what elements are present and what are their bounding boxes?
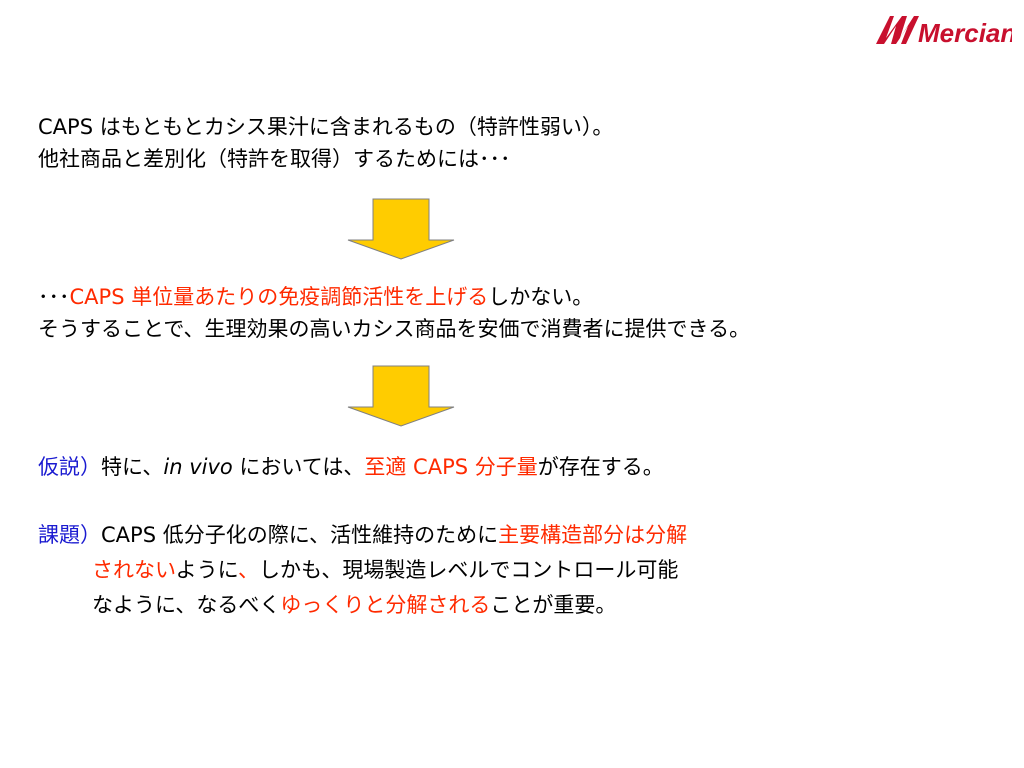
hypothesis-line: 仮説）特に、in vivo においては、至適 CAPS 分子量が存在する。: [38, 452, 664, 482]
issue-line3-highlight: ゆっくりと分解される: [280, 593, 491, 617]
down-arrow-icon: [347, 198, 455, 260]
mercian-logo: Mercian: [876, 16, 1012, 48]
hypothesis-label: 仮説）: [38, 455, 101, 479]
block2-line2: そうすることで、生理効果の高いカシス商品を安価で消費者に提供できる。: [38, 317, 751, 341]
issue-line1-text: CAPS 低分子化の際に、活性維持のために: [101, 523, 499, 547]
issue-line3-text1: なように、なるべく: [92, 593, 281, 617]
hypothesis-text2: においては、: [232, 455, 365, 479]
issue-line2-highlight: されない: [92, 558, 176, 582]
issue-line1: 課題）CAPS 低分子化の際に、活性維持のために主要構造部分は分解: [38, 520, 687, 550]
hypothesis-text1: 特に、: [101, 455, 164, 479]
issue-line1-highlight: 主要構造部分は分解: [498, 523, 688, 547]
issue-line2-text2: しかも、現場製造レベルでコントロール可能: [258, 558, 679, 582]
issue-line2-comma: 、: [237, 558, 259, 582]
hypothesis-highlight: 至適 CAPS 分子量: [364, 455, 538, 479]
block1-line2: 他社商品と差別化（特許を取得）するためには･･･: [38, 147, 511, 171]
issue-line3: なように、なるべくゆっくりと分解されることが重要。: [92, 590, 616, 620]
block2-line1-suffix: しかない。: [488, 285, 594, 309]
issue-line2-text1: ように: [175, 558, 238, 582]
hypothesis-in-vivo: in vivo: [163, 455, 233, 479]
down-arrow-icon: [347, 365, 455, 427]
hypothesis-text3: が存在する。: [537, 455, 664, 479]
issue-line2: されないように、しかも、現場製造レベルでコントロール可能: [92, 555, 678, 585]
issue-line3-text2: ことが重要。: [490, 593, 617, 617]
ellipsis-prefix: ･･･: [38, 285, 70, 309]
logo-wordmark: Mercian: [918, 18, 1012, 48]
highlight-caps-activity: CAPS 単位量あたりの免疫調節活性を上げる: [69, 285, 489, 309]
issue-label: 課題）: [38, 523, 101, 547]
block1-line1: CAPS はもともとカシス果汁に含まれるもの（特許性弱い）。: [38, 115, 614, 139]
block2-line1: ･･･CAPS 単位量あたりの免疫調節活性を上げるしかない。: [38, 282, 593, 312]
